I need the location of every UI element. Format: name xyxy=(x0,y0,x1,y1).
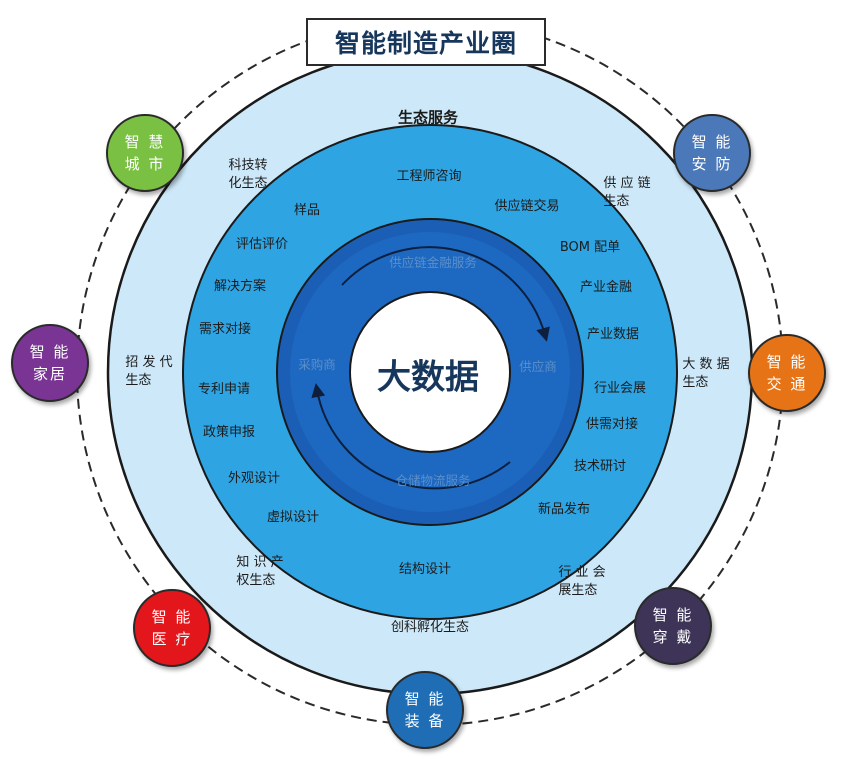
ecology-item: 行 业 会 展生态 xyxy=(558,565,606,598)
service-item: 政策申报 xyxy=(202,425,256,440)
satellite-smart-equipment: 智 能 装 备 xyxy=(386,671,464,749)
flow-label-right: 供应商 xyxy=(519,359,557,374)
satellite-smart-security: 智 能 安 防 xyxy=(673,114,751,192)
service-item: 技术研讨 xyxy=(573,459,627,474)
service-item: 解决方案 xyxy=(213,279,267,294)
satellite-smart-home: 智 能 家居 xyxy=(11,324,89,402)
service-item: BOM 配单 xyxy=(559,240,621,255)
service-item: 需求对接 xyxy=(198,322,252,337)
service-item: 外观设计 xyxy=(227,471,281,486)
satellite-smart-medical: 智 能 医 疗 xyxy=(133,589,211,667)
service-item: 新品发布 xyxy=(537,502,591,517)
flow-arrow-right xyxy=(341,246,550,342)
service-item: 评估评价 xyxy=(235,237,289,252)
ecology-item: 供 应 链 生态 xyxy=(603,176,651,209)
flow-label-bottom: 仓储物流服务 xyxy=(395,473,471,488)
ecology-item: 科技转 化生态 xyxy=(228,158,268,191)
ecology-title: 生态服务 xyxy=(397,108,459,127)
service-item: 行业会展 xyxy=(593,381,647,396)
satellite-smart-city: 智 慧 城 市 xyxy=(106,114,184,192)
ecology-item: 招 发 代 生态 xyxy=(125,355,173,388)
flow-label-top: 供应链金融服务 xyxy=(389,255,477,270)
service-item: 结构设计 xyxy=(398,562,452,577)
service-item: 工程师咨询 xyxy=(396,169,462,184)
service-item: 供应链交易 xyxy=(494,199,560,214)
ecology-item: 创科孵化生态 xyxy=(390,620,470,635)
flow-label-left: 采购商 xyxy=(298,357,336,372)
core-circle xyxy=(349,291,511,453)
ecology-item: 知 识 产 权生态 xyxy=(236,555,284,588)
satellite-smart-traffic: 智 能 交 通 xyxy=(748,334,826,412)
service-item: 产业数据 xyxy=(586,327,640,342)
diagram-title: 智能制造产业圈 xyxy=(306,18,546,66)
service-item: 产业金融 xyxy=(579,280,633,295)
service-item: 专利申请 xyxy=(197,382,251,397)
core-label: 大数据 xyxy=(377,357,479,398)
ecology-item: 大 数 据 生态 xyxy=(682,357,730,390)
flow-arrow-left xyxy=(311,383,511,490)
service-item: 样品 xyxy=(293,203,321,218)
service-item: 供需对接 xyxy=(585,417,639,432)
satellite-smart-wearable: 智 能 穿 戴 xyxy=(634,587,712,665)
service-item: 虚拟设计 xyxy=(266,510,320,525)
